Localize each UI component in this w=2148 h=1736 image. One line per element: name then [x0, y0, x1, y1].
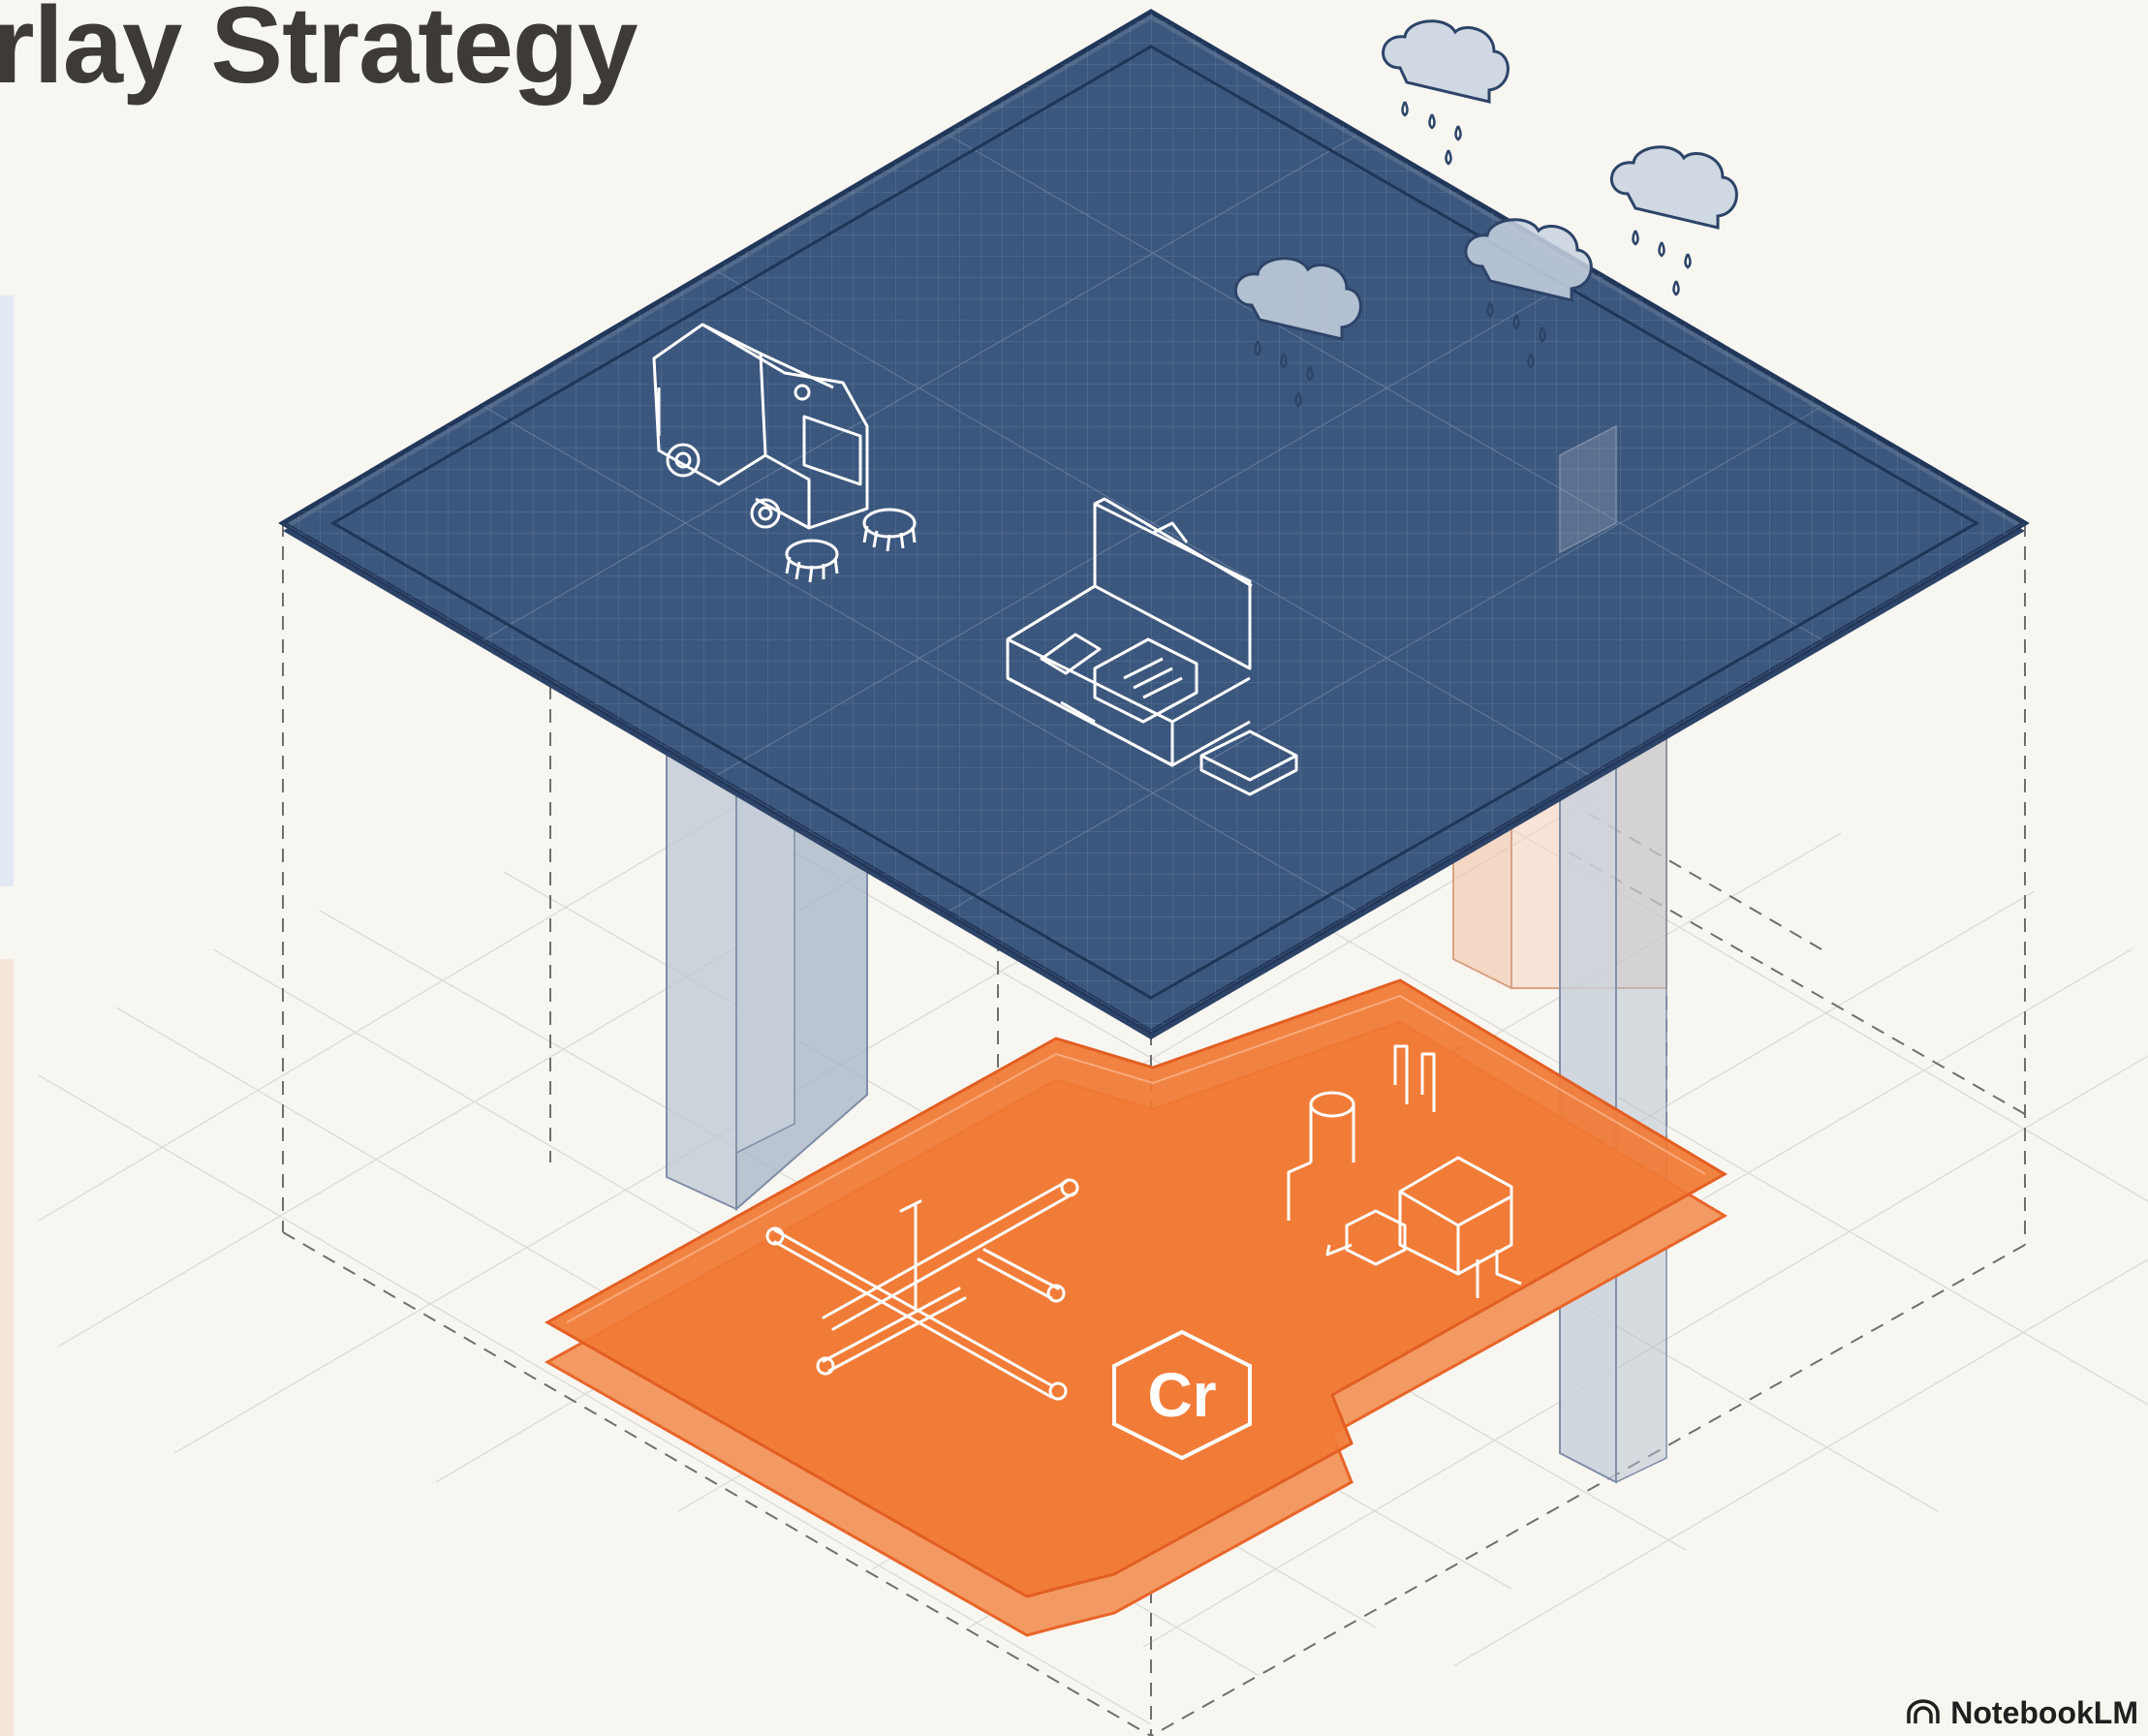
rain-drops — [1254, 101, 1692, 408]
side-panel-blue — [0, 295, 14, 886]
top-layer — [278, 9, 2030, 1039]
notebooklm-logo-icon — [1907, 1699, 1940, 1723]
pipe-network-icon — [765, 1178, 1079, 1401]
rain-cloud-icon — [1234, 19, 1738, 341]
brand-name: NotebookLM — [1950, 1694, 2138, 1730]
front-column — [1559, 424, 1617, 554]
street-sweeper-icon — [652, 323, 917, 583]
page-title: rlay Strategy — [0, 0, 638, 106]
element-symbol: Cr — [1147, 1360, 1216, 1430]
brand-badge: NotebookLM — [1906, 1691, 2138, 1734]
side-panel-orange — [0, 959, 14, 1736]
toolbox-icon — [1006, 497, 1298, 796]
factory-icon — [1287, 1044, 1522, 1298]
chromium-element-icon: Cr — [1112, 1329, 1252, 1461]
